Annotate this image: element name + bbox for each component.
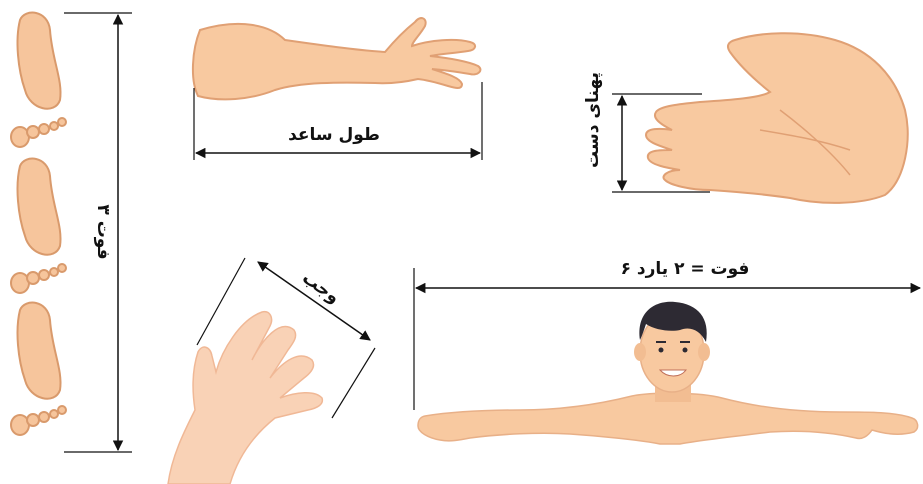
forearm-illustration — [193, 18, 481, 99]
hand-width-label: پهنای دست — [583, 72, 603, 168]
hand-width-illustration — [646, 33, 908, 203]
three-feet-label: ۳ فوت — [93, 204, 113, 259]
hand-span-label: وجب — [298, 268, 343, 308]
forearm-length-label: طول ساعد — [288, 125, 380, 145]
six-feet-two-yards-label: ۶ فوت = ۲ یارد — [621, 259, 750, 279]
foot-bottom — [11, 303, 66, 435]
foot-middle — [11, 159, 66, 293]
hand-span-illustration — [168, 312, 322, 484]
foot-top — [11, 13, 66, 147]
feet-stack — [11, 13, 66, 435]
person-arms-outstretched — [418, 302, 918, 444]
